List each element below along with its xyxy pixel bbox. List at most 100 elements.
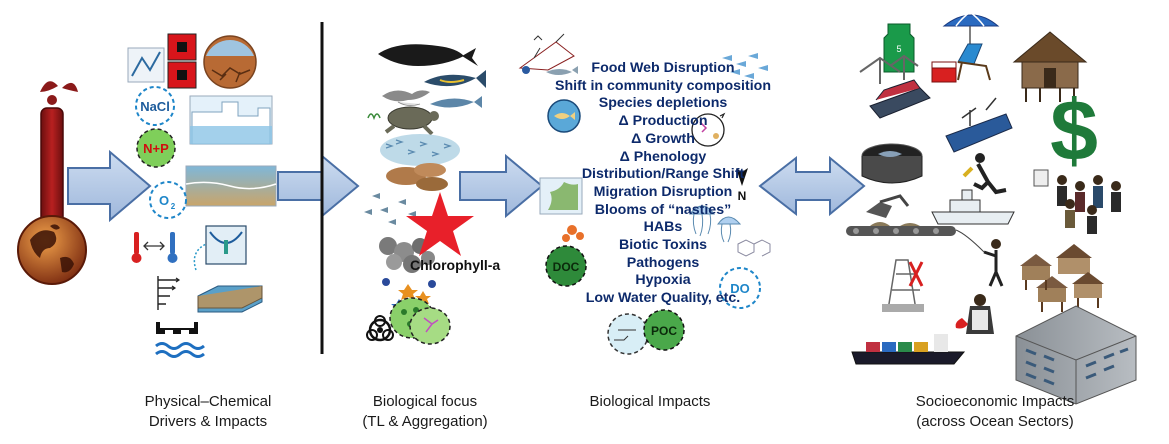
food-web-icon	[518, 33, 578, 75]
stilt-houses-icon	[1020, 244, 1104, 312]
harmful-algae-icon	[562, 225, 584, 242]
oil-rig-icon	[882, 259, 924, 312]
temperature-gradient-icon	[131, 232, 178, 263]
biohazard-icon	[366, 315, 394, 342]
caption-line-2: Drivers & Impacts	[148, 413, 268, 430]
aquaculture-pen-icon	[861, 143, 923, 184]
jellyfish-icon	[688, 205, 742, 243]
nacl-label: NaCl	[140, 99, 170, 114]
ice-shelf-icon	[189, 95, 273, 145]
dollar-sign: $	[1050, 83, 1098, 179]
doc-label: DOC	[553, 260, 580, 274]
caption-physical-chemical: Physical–Chemical Drivers & Impacts	[118, 392, 298, 432]
zooplankton-cluster-icon	[379, 237, 435, 273]
office-building-icon	[1015, 305, 1137, 405]
doc-badge: DOC	[545, 245, 587, 287]
thermometer-icon	[17, 81, 87, 285]
impact-item: Hypoxia	[635, 272, 691, 289]
fishing-vessel-icon	[945, 97, 1013, 153]
phenology-cycle-icon	[691, 112, 726, 147]
cooler-icon	[931, 61, 957, 83]
container-ship-icon	[851, 334, 966, 365]
caption-biological-impacts: Biological Impacts	[565, 392, 735, 412]
scuba-diver-icon	[962, 153, 1007, 195]
beach-hut-icon	[1012, 31, 1088, 102]
tide-graph-icon	[127, 47, 165, 83]
cargo-ship-icon	[869, 79, 931, 119]
caption-socioeconomic: Socioeconomic Impacts (across Ocean Sect…	[895, 392, 1095, 432]
toxin-molecule-icon	[737, 239, 771, 257]
impact-item: Δ Production	[618, 113, 708, 130]
compass-label: N	[738, 189, 747, 203]
cranes-port-icon	[859, 54, 919, 84]
salinity-badge: NaCl	[135, 86, 175, 126]
flow-arrow-3	[459, 153, 544, 219]
fish-school-distribution-icon	[722, 53, 768, 79]
beach-umbrella-icon	[942, 11, 1000, 50]
coastal-flooding-icon	[155, 322, 205, 358]
warning-flag-icon	[167, 33, 197, 89]
impact-item: Biotic Toxins	[618, 237, 708, 254]
impact-item: Pathogens	[626, 254, 700, 271]
excavator-icon	[866, 194, 910, 218]
caption-biological-focus: Biological focus (TL & Aggregation)	[340, 392, 510, 432]
whale-icon	[378, 44, 478, 66]
caption-line-2: (across Ocean Sectors)	[916, 413, 1074, 430]
flow-arrow-2	[277, 153, 360, 219]
impact-item: Shift in community composition	[555, 77, 771, 94]
dollar-icon: $	[1050, 83, 1098, 179]
impact-item: Δ Growth	[631, 130, 695, 147]
oxygen-label: O	[159, 193, 169, 208]
oyster-shucker-icon	[955, 294, 994, 334]
oxygen-chemistry-icon	[607, 313, 649, 355]
coastline-map-icon	[539, 177, 583, 215]
impact-item: Food Web Disruption	[591, 60, 735, 76]
poc-badge: POC	[643, 309, 685, 351]
turtle-icon	[384, 106, 439, 136]
nutrients-badge: N+P	[136, 128, 176, 168]
do-badge: DO	[719, 267, 761, 309]
nutrients-label: N+P	[143, 141, 169, 156]
tuna-icon	[424, 70, 486, 88]
impact-item: Δ Phenology	[619, 148, 707, 165]
chlorophyll-star-icon	[406, 192, 474, 256]
caption-line-1: Physical–Chemical	[144, 393, 272, 410]
fish-school-icon	[367, 113, 460, 166]
drought-icon	[203, 35, 257, 89]
impact-item: Low Water Quality, etc.	[585, 290, 741, 307]
oxygen-subscript: 2	[171, 202, 176, 211]
chlorophyll-label: Chlorophyll-a	[410, 257, 500, 273]
sea-level-icon	[185, 165, 277, 207]
shelf-sediment-icon	[197, 285, 263, 313]
compass-icon: N	[736, 168, 748, 203]
biological-impacts-list: Food Web Disruption Shift in community c…	[548, 60, 778, 308]
bidirectional-arrow	[758, 155, 866, 217]
impact-item: HABs	[643, 219, 683, 236]
caption-line-1: Socioeconomic Impacts	[915, 393, 1075, 410]
buoy-number: 5	[896, 44, 901, 54]
conveyor-belt-icon	[846, 222, 956, 236]
seabird-icon	[382, 90, 430, 106]
upwelling-icon	[193, 225, 247, 271]
current-profile-icon	[157, 276, 181, 310]
impact-item: Migration Disruption	[593, 183, 733, 200]
flatfish-icon	[386, 163, 448, 191]
mackerel-icon	[430, 96, 482, 108]
impact-item: Distribution/Range Shift	[581, 166, 745, 183]
fish-in-bowl-icon	[547, 99, 581, 133]
flow-arrow-1	[67, 149, 152, 223]
caption-line-2: (TL & Aggregation)	[362, 413, 488, 430]
beach-chair-icon	[957, 43, 991, 81]
oxygen-badge: O 2	[149, 181, 187, 219]
poc-label: POC	[651, 324, 677, 338]
angler-icon	[955, 229, 1004, 287]
do-label: DO	[730, 281, 750, 296]
research-vessel-icon	[931, 189, 1015, 225]
caption-line-1: Biological focus	[372, 393, 478, 410]
caption-line-1: Biological Impacts	[589, 393, 711, 410]
buoy-icon: 5	[883, 23, 915, 73]
impact-item: Species depletions	[598, 95, 728, 112]
presentation-audience-icon	[1033, 169, 1121, 234]
virus-cell-icon	[409, 307, 451, 345]
